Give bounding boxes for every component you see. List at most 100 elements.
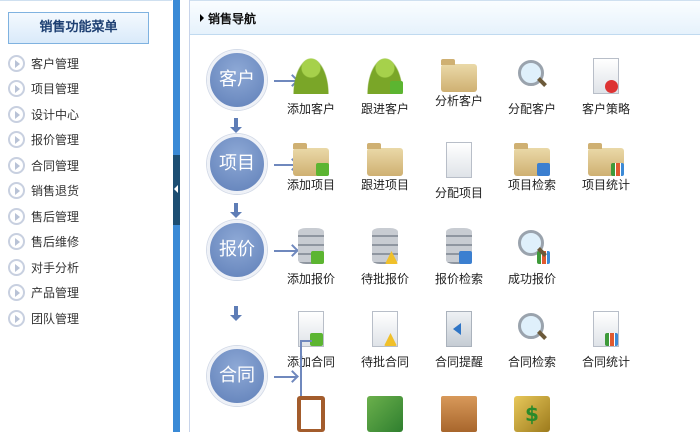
sidebar-item[interactable]: 售后维修	[8, 232, 79, 252]
nav-item-label: 待批报价	[360, 272, 409, 286]
nav-item-label: 合同检索	[507, 355, 556, 369]
sidebar-item[interactable]: 合同管理	[8, 155, 79, 175]
play-circle-icon	[8, 80, 25, 97]
nav-item-label: 分配项目	[434, 186, 483, 200]
sidebar-item[interactable]: 客户管理	[8, 53, 79, 73]
nav-item-label: 跟进项目	[360, 178, 409, 192]
nav-item-label: 合同统计	[581, 355, 630, 369]
sidebar-item-label: 售后维修	[31, 235, 80, 249]
right-arrow-icon	[274, 250, 296, 252]
sidebar-item[interactable]: 对手分析	[8, 257, 79, 277]
nav-item-label: 分析客户	[434, 94, 483, 108]
sidebar-item-label: 项目管理	[31, 82, 80, 96]
sidebar-item[interactable]: 团队管理	[8, 308, 79, 328]
play-circle-icon	[8, 284, 25, 301]
sidebar-item[interactable]: 项目管理	[8, 79, 79, 99]
folder-stats-icon	[588, 143, 624, 176]
nav-item-label: 跟进客户	[360, 102, 409, 116]
nav-item-label: 项目统计	[581, 178, 630, 192]
nav-item[interactable]: 客户策略	[569, 58, 643, 117]
badge-icon	[605, 80, 618, 93]
sidebar: 销售功能菜单 客户管理项目管理设计中心报价管理合同管理销售退货售后管理售后维修对…	[0, 0, 172, 432]
play-circle-icon	[8, 105, 25, 123]
sidebar-item-label: 对手分析	[31, 260, 80, 275]
sidebar-item[interactable]: 售后管理	[8, 206, 79, 226]
nav-item[interactable]: 合同提醒	[422, 311, 496, 370]
nav-item-label: 添加项目	[286, 178, 335, 192]
nav-item[interactable]: 合同统计	[569, 311, 643, 370]
page-title: 销售导航	[200, 10, 256, 27]
nav-item[interactable]: 合同检索	[495, 311, 569, 370]
package-icon	[441, 396, 477, 432]
nav-item[interactable]: 添加报价	[274, 228, 348, 287]
sidebar-item[interactable]: 设计中心	[8, 104, 79, 124]
nav-item[interactable]: 分析客户	[422, 58, 496, 109]
play-circle-icon	[8, 309, 25, 327]
project-stage-circle[interactable]: 项目	[207, 134, 267, 194]
follow-folder-icon	[367, 143, 403, 176]
collapse-sidebar-button[interactable]	[173, 155, 180, 225]
add-user-icon	[293, 58, 329, 94]
money-icon	[367, 396, 403, 432]
nav-item[interactable]: 分配客户	[495, 58, 569, 117]
sidebar-item[interactable]: 销售退货	[8, 181, 79, 201]
nav-item-label: 添加报价	[286, 272, 335, 286]
strategy-icon	[593, 58, 619, 94]
down-arrow-icon	[230, 118, 242, 133]
nav-item[interactable]	[422, 396, 496, 438]
nav-item[interactable]: 跟进客户	[348, 58, 422, 117]
nav-item[interactable]: 报价检索	[422, 228, 496, 287]
badge-icon	[316, 163, 329, 176]
nav-item[interactable]: 成功报价	[495, 228, 569, 287]
nav-item[interactable]: 添加项目	[274, 142, 348, 193]
db-search-icon	[446, 228, 472, 264]
nav-item[interactable]	[274, 396, 348, 438]
badge-icon	[385, 251, 398, 264]
sidebar-title: 销售功能菜单	[8, 12, 149, 44]
customer-stage-circle[interactable]: 客户	[207, 50, 267, 110]
sidebar-item-label: 售后管理	[31, 209, 80, 224]
nav-item-label: 客户策略	[581, 102, 630, 116]
doc-stats-icon	[593, 311, 619, 347]
nav-header: 销售导航	[190, 0, 700, 35]
badge-icon	[384, 333, 397, 346]
edit-user-icon	[367, 58, 403, 94]
nav-item[interactable]: 添加客户	[274, 58, 348, 117]
nav-item[interactable]: 项目检索	[495, 142, 569, 193]
nav-item-label: 分配客户	[507, 102, 556, 116]
nav-item[interactable]	[348, 396, 422, 438]
play-circle-icon	[8, 258, 25, 276]
play-circle-icon	[8, 182, 25, 199]
badge-icon	[390, 81, 403, 94]
nav-item-label: 报价检索	[434, 272, 483, 286]
nav-item[interactable]: 待批合同	[348, 311, 422, 370]
nav-item-label: 成功报价	[507, 272, 556, 286]
play-circle-icon	[8, 156, 25, 174]
nav-item[interactable]: 项目统计	[569, 142, 643, 193]
search-icon	[514, 311, 550, 347]
sidebar-item[interactable]: 产品管理	[8, 283, 79, 303]
badge-icon	[459, 251, 472, 264]
sidebar-item-label: 团队管理	[31, 311, 80, 326]
nav-item[interactable]: 分配项目	[422, 142, 496, 201]
nav-item[interactable]: 跟进项目	[348, 142, 422, 193]
pending-db-icon	[372, 228, 398, 264]
nav-item-label: 添加客户	[286, 102, 335, 116]
success-search-icon	[514, 228, 550, 264]
analyze-icon	[441, 59, 477, 92]
nav-item[interactable]: 待批报价	[348, 228, 422, 287]
sidebar-item-label: 合同管理	[31, 158, 80, 173]
add-db-icon	[298, 228, 324, 264]
gold-box-icon: $	[514, 396, 550, 432]
pending-doc-icon	[372, 311, 398, 347]
sidebar-item[interactable]: 报价管理	[8, 130, 79, 150]
nav-item-label: 添加合同	[286, 355, 335, 369]
play-circle-icon	[8, 54, 25, 72]
quote-stage-circle[interactable]: 报价	[207, 220, 267, 280]
play-circle-icon	[8, 207, 25, 225]
badge-icon	[537, 251, 550, 264]
nav-item[interactable]: $	[495, 396, 569, 438]
sidebar-item-label: 设计中心	[31, 107, 80, 122]
badge-icon	[311, 251, 324, 264]
contract-stage-circle[interactable]: 合同	[207, 346, 267, 406]
